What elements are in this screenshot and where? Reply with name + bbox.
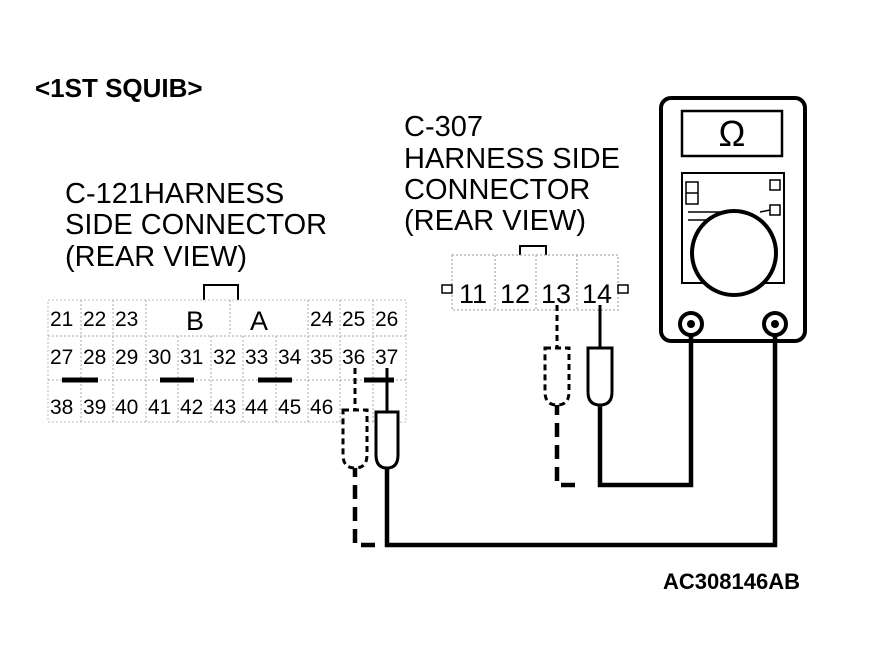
lead-solid-c121 bbox=[384, 335, 778, 548]
figure-id: AC308146AB bbox=[663, 569, 800, 594]
test-leads bbox=[352, 335, 778, 548]
c307-pin: 13 bbox=[541, 279, 571, 309]
c121-pin: 32 bbox=[213, 346, 236, 369]
c121-label-line-2: SIDE CONNECTOR bbox=[65, 209, 327, 241]
c121-connector bbox=[47, 284, 407, 423]
meter-dial-icon bbox=[690, 209, 778, 297]
c121-pin-row-2: 27 28 29 30 31 32 33 34 35 36 37 bbox=[50, 346, 398, 369]
probe-dashed-c121 bbox=[341, 368, 369, 470]
c121-pin: 24 bbox=[310, 308, 334, 331]
c307-label-line-4: (REAR VIEW) bbox=[404, 205, 586, 237]
c121-pin: 36 bbox=[342, 346, 365, 369]
c121-pin: 23 bbox=[115, 308, 138, 331]
lead-solid-c307 bbox=[597, 335, 694, 488]
probes bbox=[341, 305, 614, 470]
c121-pin: 30 bbox=[148, 346, 171, 369]
c121-pin: 25 bbox=[342, 308, 365, 331]
c121-label-line-1: C-121HARNESS bbox=[65, 178, 284, 210]
c121-pin: 39 bbox=[83, 396, 106, 419]
meter-display bbox=[680, 109, 784, 158]
c121-pin: 27 bbox=[50, 346, 73, 369]
c121-pin-letter: A bbox=[250, 306, 268, 336]
c121-pin: 44 bbox=[245, 396, 269, 419]
c121-latch bbox=[203, 284, 239, 300]
c121-pin: 35 bbox=[310, 346, 333, 369]
c121-pin: 34 bbox=[278, 346, 302, 369]
c121-pin: 21 bbox=[50, 308, 73, 331]
c307-outline bbox=[451, 254, 619, 311]
c307-pins: 11 12 13 14 bbox=[459, 279, 612, 309]
c307-pin: 11 bbox=[459, 279, 487, 309]
c307-label-line-2: HARNESS SIDE bbox=[404, 143, 620, 175]
c307-pin: 12 bbox=[500, 279, 530, 309]
probe-solid-c307 bbox=[586, 305, 614, 407]
c121-pin: 43 bbox=[213, 396, 236, 419]
probe-solid-c121 bbox=[374, 368, 400, 470]
c307-label-line-1: C-307 bbox=[404, 111, 483, 143]
c307-connector bbox=[441, 245, 629, 311]
c121-pin-row-3: 38 39 40 41 42 43 44 45 46 bbox=[50, 396, 333, 419]
c307-pin: 14 bbox=[582, 279, 612, 309]
c121-pin: 38 bbox=[50, 396, 73, 419]
lead-dashed-c121 bbox=[352, 465, 375, 548]
ohmmeter: Ω bbox=[659, 96, 807, 343]
c121-label-line-3: (REAR VIEW) bbox=[65, 241, 247, 273]
c121-pin-row-1: 21 22 23 B A 24 25 26 bbox=[50, 306, 398, 336]
c307-label: C-307 HARNESS SIDE CONNECTOR (REAR VIEW) bbox=[404, 111, 620, 237]
c121-pin: 33 bbox=[245, 346, 268, 369]
c121-pin: 22 bbox=[83, 308, 106, 331]
c121-pin: 37 bbox=[375, 346, 398, 369]
c121-pin: 46 bbox=[310, 396, 333, 419]
c307-latch bbox=[519, 245, 547, 255]
ohm-symbol-icon: Ω bbox=[719, 113, 746, 154]
probe-dashed-c307 bbox=[543, 305, 571, 407]
diagram-title: <1ST SQUIB> bbox=[35, 73, 203, 103]
lead-dashed-c307 bbox=[554, 402, 575, 488]
c121-pin-letter: B bbox=[186, 306, 204, 336]
c121-pin: 40 bbox=[115, 396, 138, 419]
c121-pin: 26 bbox=[375, 308, 398, 331]
c121-pin: 29 bbox=[115, 346, 138, 369]
c121-pin: 42 bbox=[180, 396, 203, 419]
c121-pin: 41 bbox=[148, 396, 171, 419]
c121-pin: 45 bbox=[278, 396, 301, 419]
c121-label: C-121HARNESS SIDE CONNECTOR (REAR VIEW) bbox=[65, 178, 327, 273]
c121-pin: 28 bbox=[83, 346, 106, 369]
c121-pin: 31 bbox=[180, 346, 203, 369]
c307-label-line-3: CONNECTOR bbox=[404, 174, 590, 206]
